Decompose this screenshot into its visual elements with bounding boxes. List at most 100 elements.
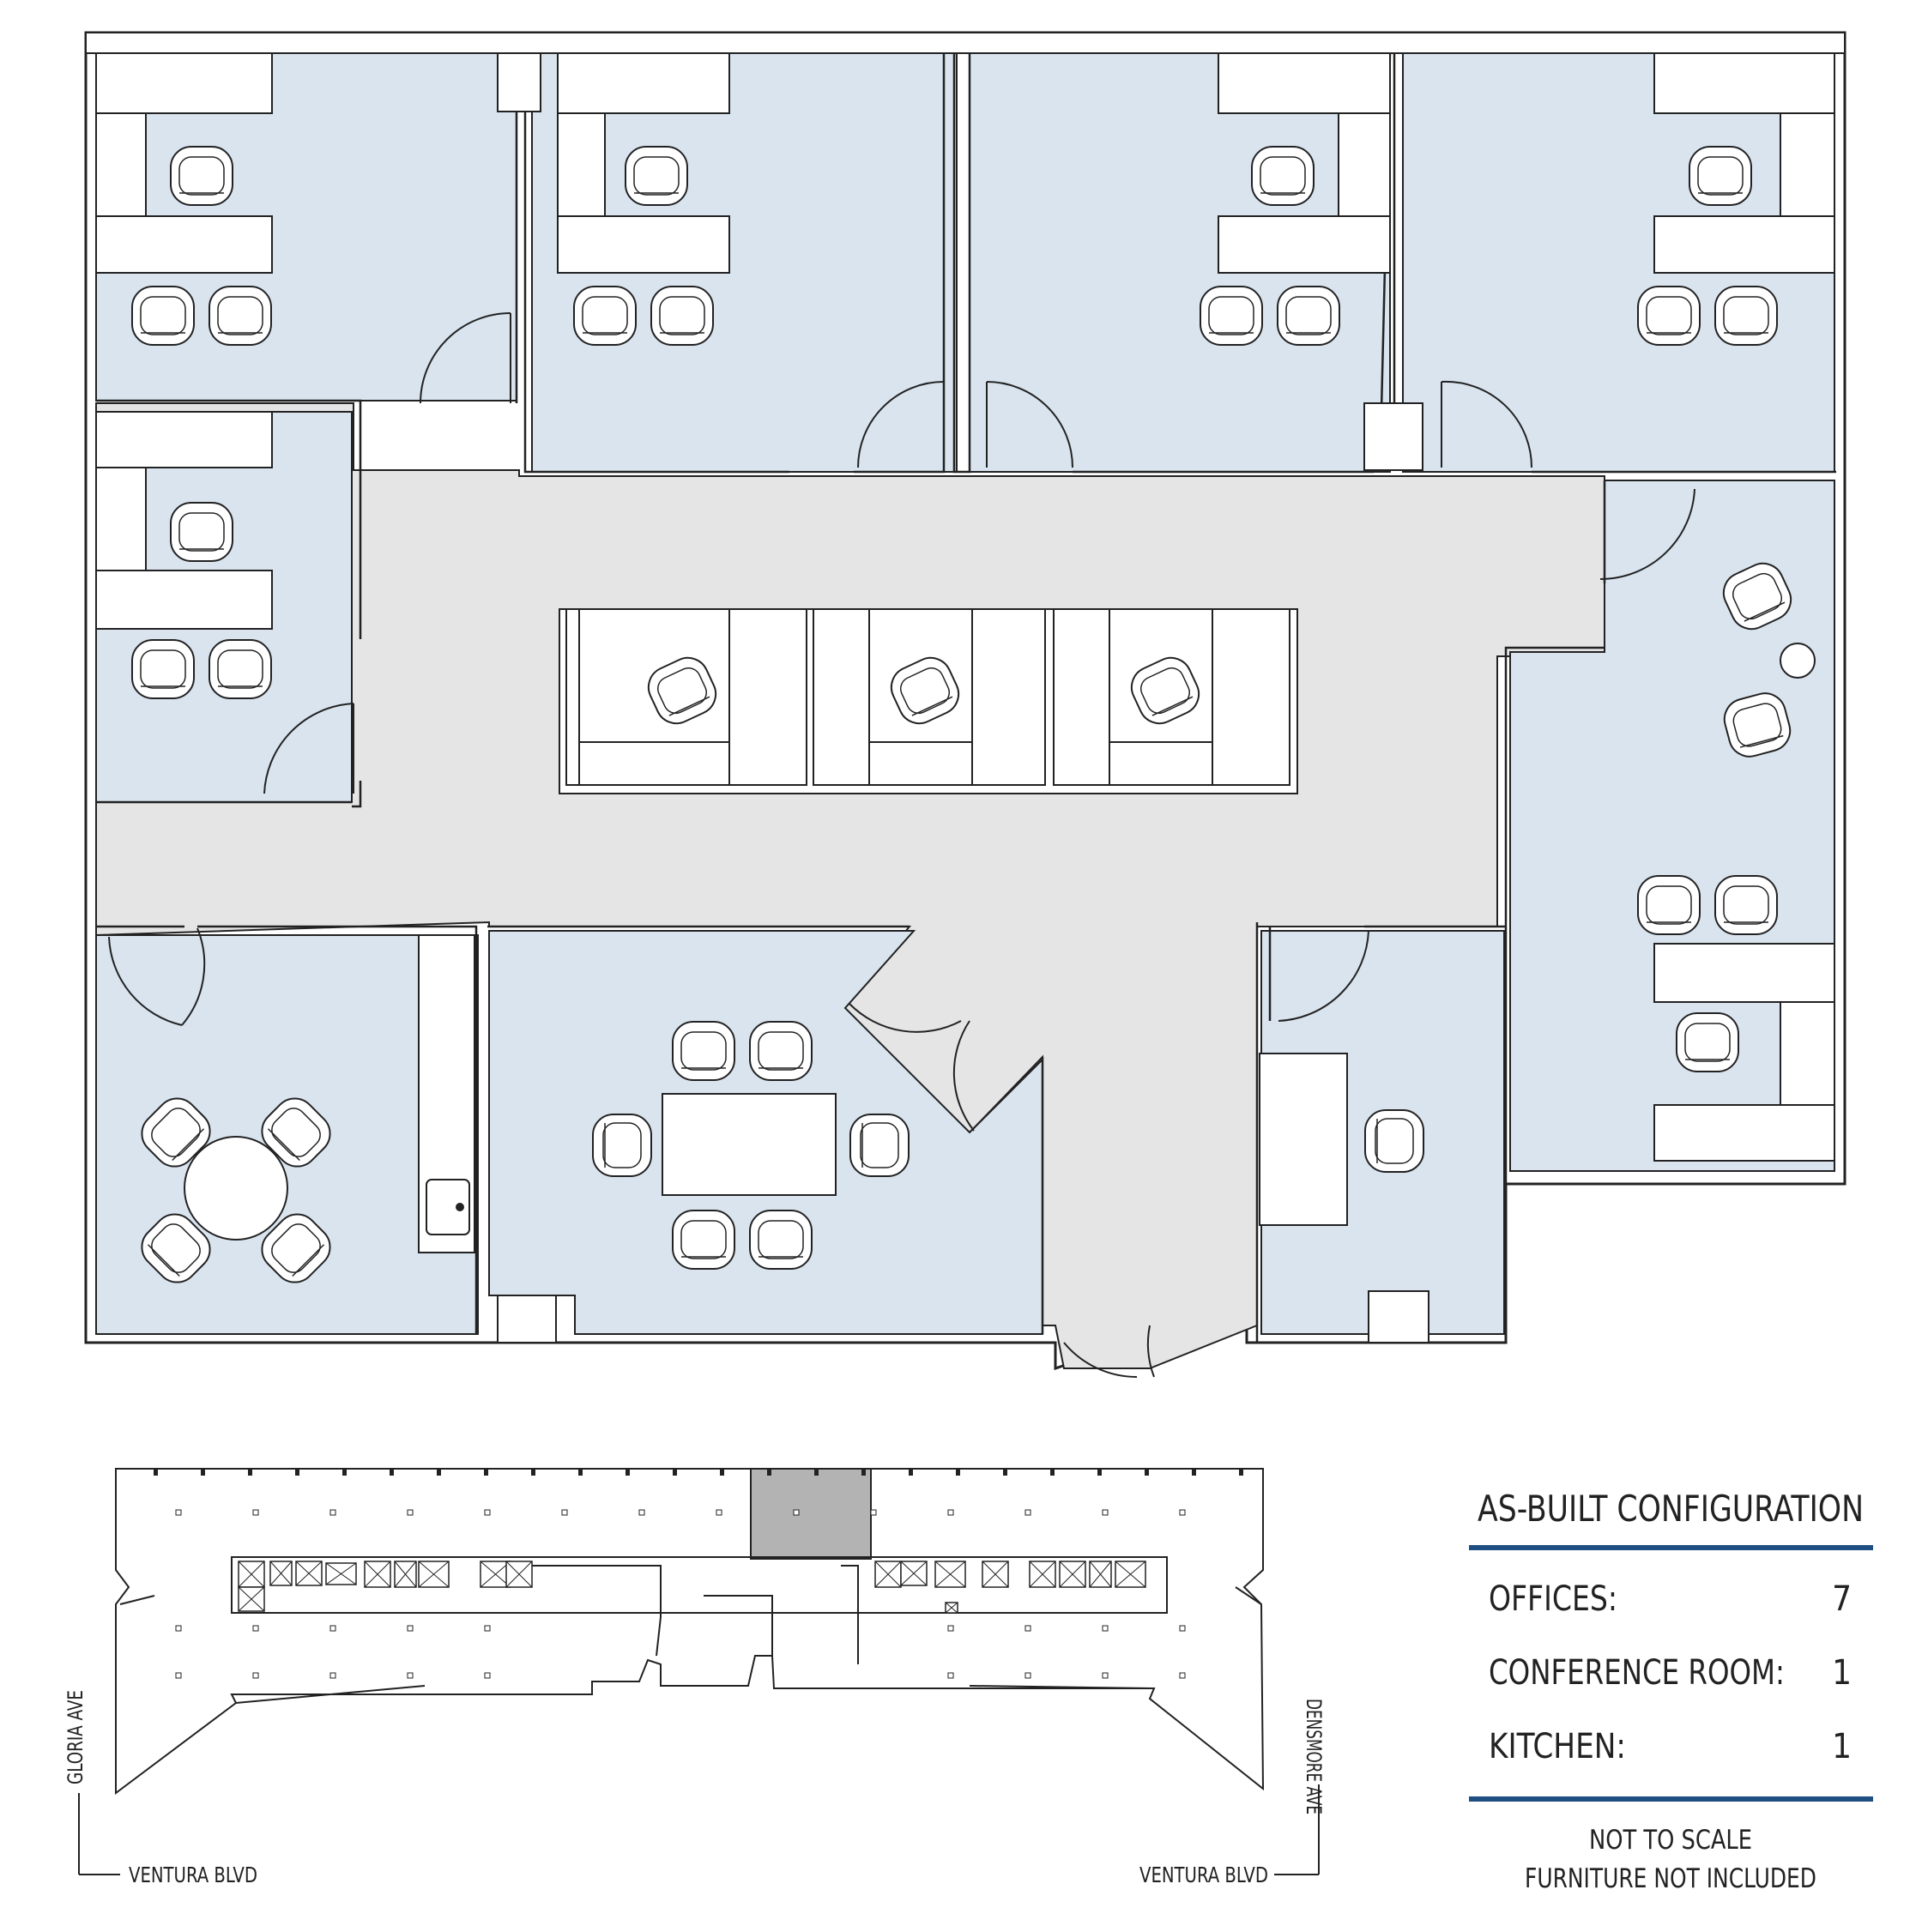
furniture-note: FURNITURE NOT INCLUDED xyxy=(1525,1863,1816,1894)
street-densmore-ave: DENSMORE AVE xyxy=(1302,1699,1326,1814)
chair-icon xyxy=(1200,286,1263,346)
key-plan-core-cross xyxy=(934,1561,966,1588)
door-swings xyxy=(108,312,1695,1379)
offices-label: OFFICES: xyxy=(1489,1579,1617,1619)
key-plan-mullion xyxy=(248,1470,252,1476)
key-plan-column-dot xyxy=(1024,1509,1031,1516)
key-plan-column-dot xyxy=(175,1625,182,1632)
key-plan-mullion xyxy=(342,1470,347,1476)
chair-icon xyxy=(170,146,233,206)
chairs xyxy=(131,146,1792,1283)
key-plan-column-dot xyxy=(947,1672,954,1679)
key-plan-column-dot xyxy=(947,1625,954,1632)
key-plan-core-cross xyxy=(945,1602,958,1614)
conference-room-label: CONFERENCE ROOM: xyxy=(1489,1653,1785,1693)
chair-icon xyxy=(131,639,195,699)
chair-icon xyxy=(849,1114,910,1177)
key-plan-column-dot xyxy=(1024,1625,1031,1632)
key-plan-mullion xyxy=(1097,1470,1102,1476)
chair-icon xyxy=(1364,1109,1424,1173)
chair-icon xyxy=(1251,146,1315,206)
chair-icon xyxy=(261,1213,331,1283)
key-plan-column-dot xyxy=(1179,1672,1186,1679)
key-plan-core-cross xyxy=(874,1561,902,1588)
key-plan-mullion xyxy=(814,1470,819,1476)
chair-icon xyxy=(1714,875,1778,935)
key-plan-column-dot xyxy=(407,1509,414,1516)
chair-icon xyxy=(141,1213,211,1283)
key-plan-mullion xyxy=(578,1470,583,1476)
conference-room-value: 1 xyxy=(1832,1653,1852,1693)
side-table xyxy=(1780,643,1816,679)
chair-icon xyxy=(1637,875,1701,935)
chair-icon xyxy=(672,1210,735,1270)
chair-icon xyxy=(1637,286,1701,346)
key-plan-core-cross xyxy=(505,1561,533,1588)
summary-title: AS-BUILT CONFIGURATION xyxy=(1478,1488,1864,1530)
chair-icon xyxy=(1722,562,1792,631)
chair-icon xyxy=(672,1021,735,1081)
chair-icon xyxy=(209,639,272,699)
key-plan-column-dot xyxy=(329,1509,336,1516)
key-plan-mullion xyxy=(531,1470,535,1476)
key-plan-column-dot xyxy=(252,1625,259,1632)
key-plan-core-cross xyxy=(394,1561,417,1588)
chair-icon xyxy=(261,1097,331,1168)
key-plan-core-cross xyxy=(238,1561,265,1588)
key-plan-mullion xyxy=(909,1470,913,1476)
key-plan-mullion xyxy=(1003,1470,1007,1476)
key-plan-column-dot xyxy=(561,1509,568,1516)
key-plan-mullion xyxy=(201,1470,205,1476)
key-plan-column-dot xyxy=(329,1625,336,1632)
kitchen-label: KITCHEN: xyxy=(1489,1727,1626,1766)
key-plan-mullion xyxy=(626,1470,630,1476)
column xyxy=(497,52,541,112)
kitchen-value: 1 xyxy=(1832,1727,1852,1766)
key-plan-core-cross xyxy=(269,1561,293,1586)
key-plan-core-cross xyxy=(238,1586,265,1612)
key-plan-column-dot xyxy=(1102,1625,1109,1632)
key-plan-mullion xyxy=(1050,1470,1055,1476)
street-labels: GLORIA AVE VENTURA BLVD DENSMORE AVE VEN… xyxy=(63,1690,1326,1887)
not-to-scale-note: NOT TO SCALE xyxy=(1589,1825,1752,1856)
chair-icon xyxy=(573,286,637,346)
chair-icon xyxy=(625,146,688,206)
key-plan-mullion xyxy=(956,1470,960,1476)
desks xyxy=(95,52,1835,1226)
chair-icon xyxy=(131,286,195,346)
column xyxy=(1363,402,1423,471)
key-plan-column-dot xyxy=(329,1672,336,1679)
offices-value: 7 xyxy=(1832,1579,1852,1619)
key-plan-mullion xyxy=(1145,1470,1149,1476)
key-plan-mullion xyxy=(767,1470,771,1476)
key-plan-core-cross xyxy=(900,1561,928,1586)
chair-icon xyxy=(749,1021,813,1081)
key-plan-column-dot xyxy=(252,1509,259,1516)
key-plan xyxy=(115,1468,1265,1795)
chair-icon xyxy=(592,1114,652,1177)
key-plan-mullion xyxy=(1239,1470,1243,1476)
key-plan-column-dot xyxy=(484,1625,491,1632)
key-plan-column-dot xyxy=(716,1509,722,1516)
window-strip xyxy=(85,32,1846,54)
key-plan-column-dot xyxy=(870,1509,877,1516)
key-plan-highlight-suite xyxy=(750,1468,872,1560)
chair-icon xyxy=(647,656,717,725)
key-plan-column-dot xyxy=(484,1672,491,1679)
round-table xyxy=(184,1136,288,1241)
key-plan-column-grid xyxy=(154,1470,1243,1679)
chair-icon xyxy=(1723,692,1792,758)
chair-icon xyxy=(1676,1012,1739,1072)
key-plan-column-dot xyxy=(407,1625,414,1632)
column xyxy=(497,1295,557,1343)
key-plan-column-dot xyxy=(1179,1509,1186,1516)
key-plan-mullion xyxy=(861,1470,866,1476)
key-plan-mullion xyxy=(154,1470,158,1476)
chair-icon xyxy=(141,1097,211,1168)
chair-icon xyxy=(650,286,714,346)
key-plan-column-dot xyxy=(175,1509,182,1516)
key-plan-core-cross xyxy=(1115,1561,1146,1588)
key-plan-lobby xyxy=(119,1586,1262,1704)
